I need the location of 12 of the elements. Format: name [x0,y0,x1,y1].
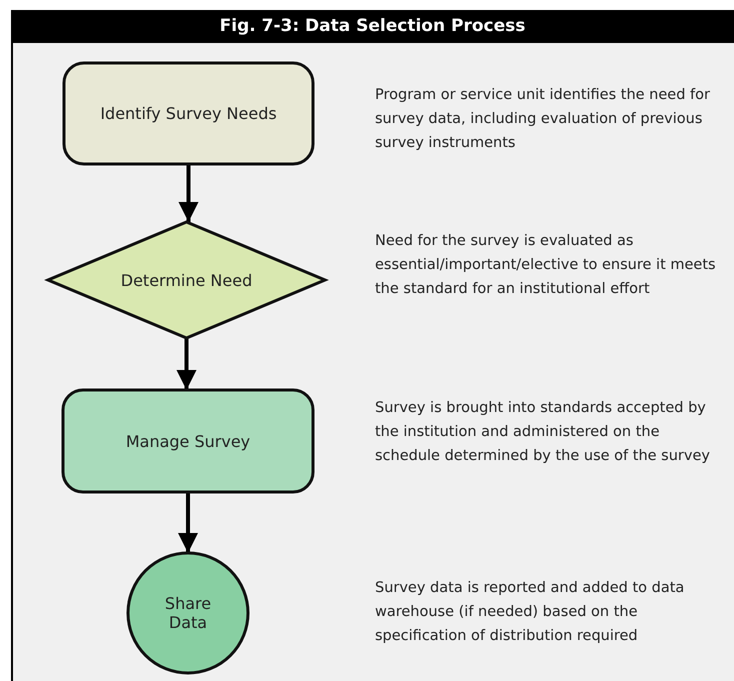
arrow [176,338,196,390]
arrow [178,164,198,222]
description-text: Need for the survey is evaluated as essential/important/elective to ensure it meets the standard for an institutional effort [375,232,717,299]
node-label: Determine Need [120,270,252,290]
description-text: Survey data is reported and added to data warehouse (if needed) based on the specification of distribution required [375,579,686,646]
description-text: Survey is brought into standards accepted by the institution and administered on the schedule determined by the use of the survey [375,399,711,466]
node-label: Share Data [164,594,212,632]
title-bar: Fig. 7-3: Data Selection Process [11,10,734,43]
arrow [178,492,198,553]
node-label: Manage Survey [126,432,250,450]
node-label: Identify Survey Needs [100,104,277,123]
description-text: Program or service unit identifies the need for survey data, including evaluation of previous survey instruments [375,86,711,153]
